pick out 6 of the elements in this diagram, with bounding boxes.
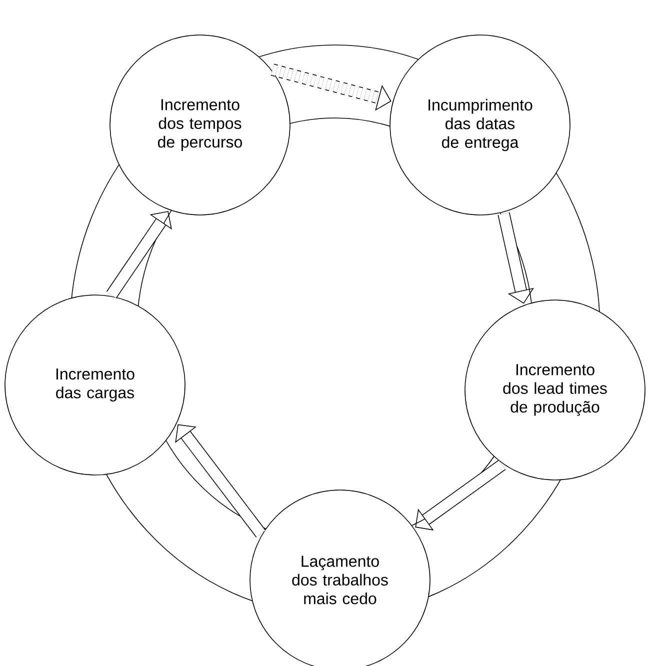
block-arrow [415, 460, 506, 530]
block-arrow [106, 211, 172, 298]
block-arrow [498, 212, 534, 304]
block-arrow [175, 424, 266, 538]
node-label: Incremento dos lead times de produção [503, 364, 607, 416]
node-label: Laçamento dos trabalhos mais cedo [292, 556, 388, 604]
